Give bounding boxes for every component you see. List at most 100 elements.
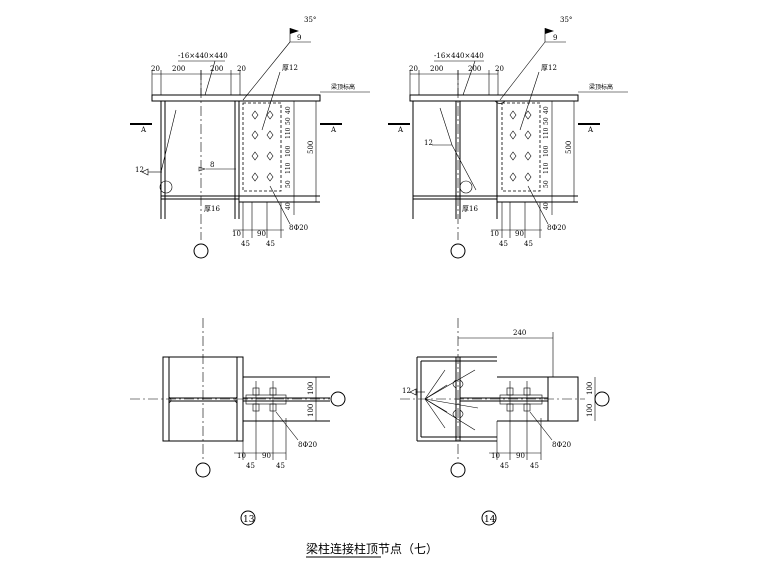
detail-number-bubble xyxy=(481,510,497,526)
dim-text: 10 xyxy=(232,230,241,238)
dim-text: 40 xyxy=(543,202,550,210)
overall-height-label: 500 xyxy=(565,141,573,154)
bolt-spec-label: 8Φ20 xyxy=(552,441,571,449)
bolt-mark xyxy=(251,130,259,140)
dim-text: 45 xyxy=(241,240,250,248)
dim-text: 110 xyxy=(285,162,292,174)
fillet xyxy=(459,379,464,389)
stiffener-label: 厚16 xyxy=(204,205,220,213)
dim-text: 10 xyxy=(237,452,246,460)
dim-text: 40 xyxy=(543,106,550,114)
connection-plate xyxy=(245,394,287,405)
axis-bubble xyxy=(594,391,610,407)
detail-number-bubble xyxy=(240,510,256,526)
leader-line xyxy=(160,109,177,173)
fillet xyxy=(459,409,464,419)
dim-text: 90 xyxy=(257,230,266,238)
dim-text: 90 xyxy=(516,452,525,460)
detail-14-elevation: A A 20 200 200 20 -16×440×440 35° 9 厚12 … xyxy=(388,16,628,259)
fillet xyxy=(168,396,172,404)
dim-text: 200 xyxy=(210,65,223,73)
dim-text: 110 xyxy=(543,127,550,139)
dim-text: 20 xyxy=(495,65,504,73)
dim-text: 45 xyxy=(500,462,509,470)
leader-line xyxy=(529,411,553,441)
weld-symbol xyxy=(198,166,206,172)
dim-text: 100 xyxy=(285,145,292,157)
dim-text: 45 xyxy=(246,462,255,470)
leader-line xyxy=(275,411,299,441)
dim-text: 50 xyxy=(543,117,550,125)
cap-plate-label: -16×440×440 xyxy=(434,52,484,60)
axis-bubble xyxy=(450,462,466,478)
dim-text: 240 xyxy=(513,329,526,337)
stiffener-label: 厚16 xyxy=(462,205,478,213)
dim-text: 50 xyxy=(285,180,292,188)
detail-13-plan: 100 100 10 90 45 45 8Φ20 13 xyxy=(130,318,346,526)
weld-size-label: 12 xyxy=(402,387,411,395)
dim-text: 45 xyxy=(276,462,285,470)
weld-angle-label: 35° xyxy=(560,16,572,24)
weld-leader xyxy=(424,398,476,431)
dim-text: 100 xyxy=(307,382,315,395)
bolt-spec-label: 8Φ20 xyxy=(298,441,317,449)
detail-number: 14 xyxy=(484,515,496,525)
detail-14-plan: 12 240 100 100 10 90 45 45 8Φ20 xyxy=(400,318,610,526)
cap-plate xyxy=(409,94,579,102)
bolt-group xyxy=(506,381,531,418)
dim-text: 20 xyxy=(409,65,418,73)
dim-text: 100 xyxy=(307,404,315,417)
bolt-spec-label: 8Φ20 xyxy=(289,224,308,232)
weld-leader xyxy=(424,398,446,429)
bolt-group xyxy=(251,110,274,182)
weld-size-label: 8 xyxy=(210,161,214,169)
dim-text: 10 xyxy=(490,230,499,238)
leader-line xyxy=(242,41,291,101)
dim-text: 20 xyxy=(237,65,246,73)
weld-angle-label: 35° xyxy=(304,16,316,24)
plate-thick-label: 厚12 xyxy=(541,64,557,72)
bolt-mark xyxy=(266,130,274,140)
fillet xyxy=(234,396,238,404)
bolt-spec-label: 8Φ20 xyxy=(547,224,566,232)
axis-bubble xyxy=(195,462,211,478)
bolt-mark xyxy=(524,130,532,140)
leader-line xyxy=(269,185,291,225)
leader-line xyxy=(499,41,546,101)
bolt-group xyxy=(509,110,532,182)
dim-text: 50 xyxy=(543,180,550,188)
leader-line xyxy=(519,71,540,131)
leader-line xyxy=(439,107,453,146)
bolt-mark xyxy=(509,151,517,161)
dim-text: 20 xyxy=(151,65,160,73)
connection-plate xyxy=(242,102,282,192)
axis-bubble xyxy=(193,243,209,259)
weld-mark-label: 9 xyxy=(553,34,557,42)
weld-leader xyxy=(424,369,446,400)
weld-leader xyxy=(424,398,479,409)
weld-size-label: 12 xyxy=(424,139,433,147)
dim-text: 90 xyxy=(515,230,524,238)
leader-line xyxy=(527,185,549,225)
weld-circle xyxy=(159,180,173,194)
dim-text: 200 xyxy=(468,65,481,73)
bolt-mark xyxy=(266,172,274,182)
bolt-mark xyxy=(251,110,259,120)
bolt-mark xyxy=(251,151,259,161)
leader-line xyxy=(451,144,477,191)
dim-text: 110 xyxy=(285,127,292,139)
detail-number: 13 xyxy=(243,515,255,525)
dim-text: 200 xyxy=(172,65,185,73)
bolt-mark xyxy=(524,172,532,182)
dim-text: 45 xyxy=(524,240,533,248)
bolt-mark xyxy=(509,130,517,140)
fillet xyxy=(452,379,457,389)
weld-size-label: 12 xyxy=(135,166,144,174)
dim-text: 45 xyxy=(266,240,275,248)
section-label-left: A xyxy=(140,126,147,134)
beam-end-box xyxy=(547,376,579,422)
section-label-right: A xyxy=(587,126,594,134)
dim-text: 40 xyxy=(285,202,292,210)
overall-height-label: 500 xyxy=(307,141,315,154)
